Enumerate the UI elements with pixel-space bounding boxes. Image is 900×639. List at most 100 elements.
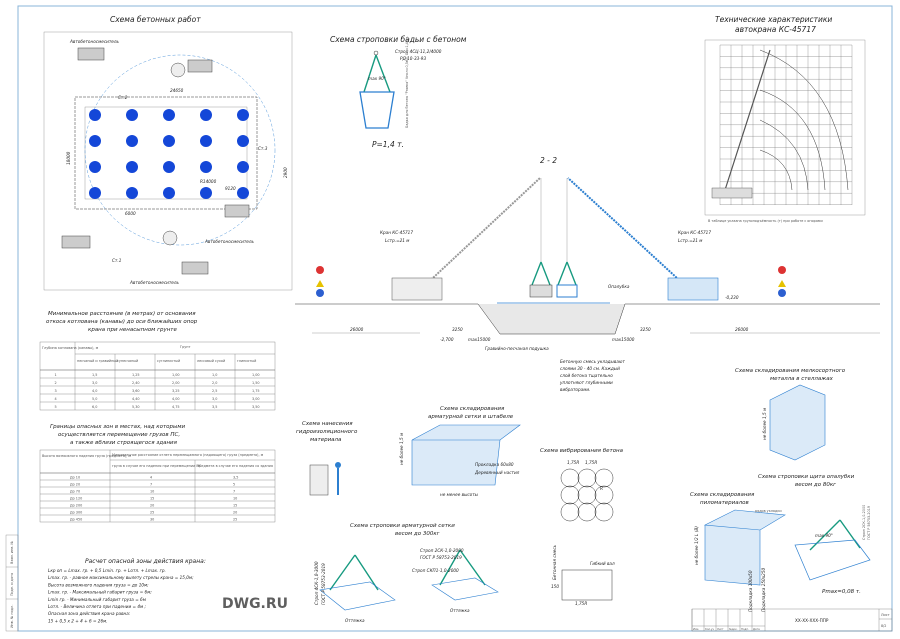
table-cell: 15 — [233, 504, 237, 508]
stamp-label: Взам. инв. № — [10, 541, 14, 564]
column-header: суглинистый — [157, 359, 180, 363]
label: Lстр.=21 м — [385, 238, 409, 243]
vibration-zone — [594, 468, 614, 488]
mesh-sling-scheme: Схема строповки арматурной сетки весом д… — [314, 523, 499, 623]
section-title: 2 - 2 — [540, 156, 557, 165]
vibration-scheme: Схема вибрирования бетона 1,75R 1,75R 1,… — [540, 448, 624, 606]
header-cell: Глубина котлована (канавы), м — [42, 346, 99, 350]
table-cell: До 450 — [70, 518, 82, 522]
table-cell: 30 — [150, 518, 154, 522]
table-cell: 5,0 — [92, 397, 97, 401]
load-label: Pmax=0,08 т. — [822, 589, 861, 595]
label: Автобетоносмеситель — [204, 239, 255, 244]
note: Бетонную смесь укладывают — [560, 359, 625, 364]
label: Строп 4СЦ-11,2/4000 — [395, 49, 442, 54]
label: Lстр.=21 м — [678, 238, 702, 243]
table-cell: До 10 — [70, 476, 80, 480]
table-cell: До 300 — [70, 511, 82, 515]
dimension: 1,75R — [585, 460, 597, 465]
table-cell: 6,0 — [92, 405, 97, 409]
vibration-zone — [577, 485, 597, 505]
label: max 90° — [815, 533, 833, 538]
table-cell: 1,5 — [92, 373, 97, 377]
table-cell: 2,40 — [132, 381, 140, 385]
table-cell: 7 — [233, 490, 235, 494]
column-marker — [237, 135, 249, 147]
table-cell: 25 — [233, 518, 237, 522]
dimension: R — [600, 486, 603, 491]
label: Ст.1 — [112, 258, 122, 263]
table-title: откоса котлована (канавы) до оси ближайш… — [46, 319, 198, 325]
column-grid — [89, 109, 249, 199]
section-title: Схема вибрирования бетона — [540, 448, 624, 454]
label: Автобетоносмеситель — [69, 39, 120, 44]
table-cell: 4,0 — [92, 389, 97, 393]
sheet-number: 8/2 — [881, 624, 886, 628]
section-title: металла в стеллажах — [770, 376, 834, 382]
label: Бадья для бетона "Рюмка" Vпол=0,5м3, Gп=… — [405, 36, 409, 128]
table-cell: 1,75 — [252, 389, 260, 393]
section-title: весом до 300кг — [395, 531, 440, 537]
sheet-label: Лист — [881, 613, 890, 617]
crane-specs: Технические характеристики автокрана КС-… — [704, 15, 866, 223]
section-title: Технические характеристики — [715, 15, 832, 24]
dimension: 26000 — [735, 327, 749, 332]
label: ГОСТ Р 58753-2019 — [321, 563, 326, 605]
label: Строп 2СК-1,0-2000 — [862, 505, 866, 540]
dimension: 18000 — [66, 151, 71, 165]
table-cell: 5 — [233, 483, 235, 487]
column-marker — [89, 109, 101, 121]
table-cell: 3,5 — [212, 405, 217, 409]
column-header: супесчаный — [117, 359, 138, 363]
table-cell: 3,50 — [252, 405, 260, 409]
label: рядов укладки — [755, 509, 782, 513]
label: Строп 4СК-1,0-3000 — [314, 561, 319, 605]
label: Деревянный настил — [474, 470, 520, 475]
dimension: max15000 — [612, 337, 635, 342]
bucket-sling-scheme: Схема строповки бадьи с бетоном Строп 4С… — [330, 35, 467, 149]
table-cell: 4,00 — [172, 397, 180, 401]
calc-line: Lmin гр. - Минимальный габарит груза = 6… — [48, 597, 146, 602]
danger-zone-table: Границы опасных зон в местах, над которы… — [39, 424, 276, 523]
table-cell: 5,30 — [132, 405, 140, 409]
table-cell: До 70 — [70, 490, 80, 494]
column-marker — [89, 161, 101, 173]
lumber-stack-scheme: Схема складирования пиломатериалов рядов… — [690, 492, 786, 612]
vibration-zone — [560, 485, 580, 505]
label: Кран КС-45717 — [380, 230, 413, 235]
label: Строп СКП1-1,0-2000 — [412, 568, 459, 573]
vibration-zone — [577, 468, 597, 488]
column-marker — [200, 161, 212, 173]
table-cell: До 120 — [70, 497, 82, 501]
header-cell: Грунт — [180, 345, 190, 349]
table-cell: 10 — [150, 490, 154, 494]
column-marker — [237, 187, 249, 199]
calc-line: Lmax. гр. - Максимальный габарит груза =… — [48, 590, 152, 595]
table-cell: 5 — [55, 405, 57, 409]
table-title: осуществляется перемещение грузов ПС, — [58, 432, 180, 438]
calc-line: Lmax. гр. - равное максимальному вылету … — [48, 575, 194, 580]
dimension: 2900 — [283, 167, 288, 178]
table-cell: 2,5 — [212, 389, 217, 393]
sheet-frame — [17, 5, 893, 632]
table-cell: 20 — [233, 511, 237, 515]
table-cell: 3,0 — [212, 397, 217, 401]
vibration-zone — [560, 468, 580, 488]
side-stamp: Инв. № подл. Подп. и дата Взам. инв. № — [5, 534, 19, 632]
section-title: Схема складирования мелкосортного — [735, 368, 846, 374]
table-cell: 4,40 — [132, 397, 140, 401]
dimension: 3250 — [640, 327, 651, 332]
column-marker — [163, 161, 175, 173]
section-title: Схема строповки щита опалубки — [758, 474, 855, 480]
column-header: лессовый сухой — [197, 359, 225, 363]
table-cell: 4,75 — [172, 405, 180, 409]
column-marker — [237, 161, 249, 173]
waterproofing-scheme: Схема нанесения гидроизоляционного матер… — [296, 421, 358, 496]
table-title: а также вблизи строящегося здания — [70, 440, 178, 446]
section-title: Схема строповки арматурной сетки — [350, 523, 455, 529]
dimension: 150 — [551, 584, 559, 589]
drawing-code: ХХ-ХХ-ХХХ-ППР — [795, 618, 829, 623]
table-border — [39, 341, 276, 411]
